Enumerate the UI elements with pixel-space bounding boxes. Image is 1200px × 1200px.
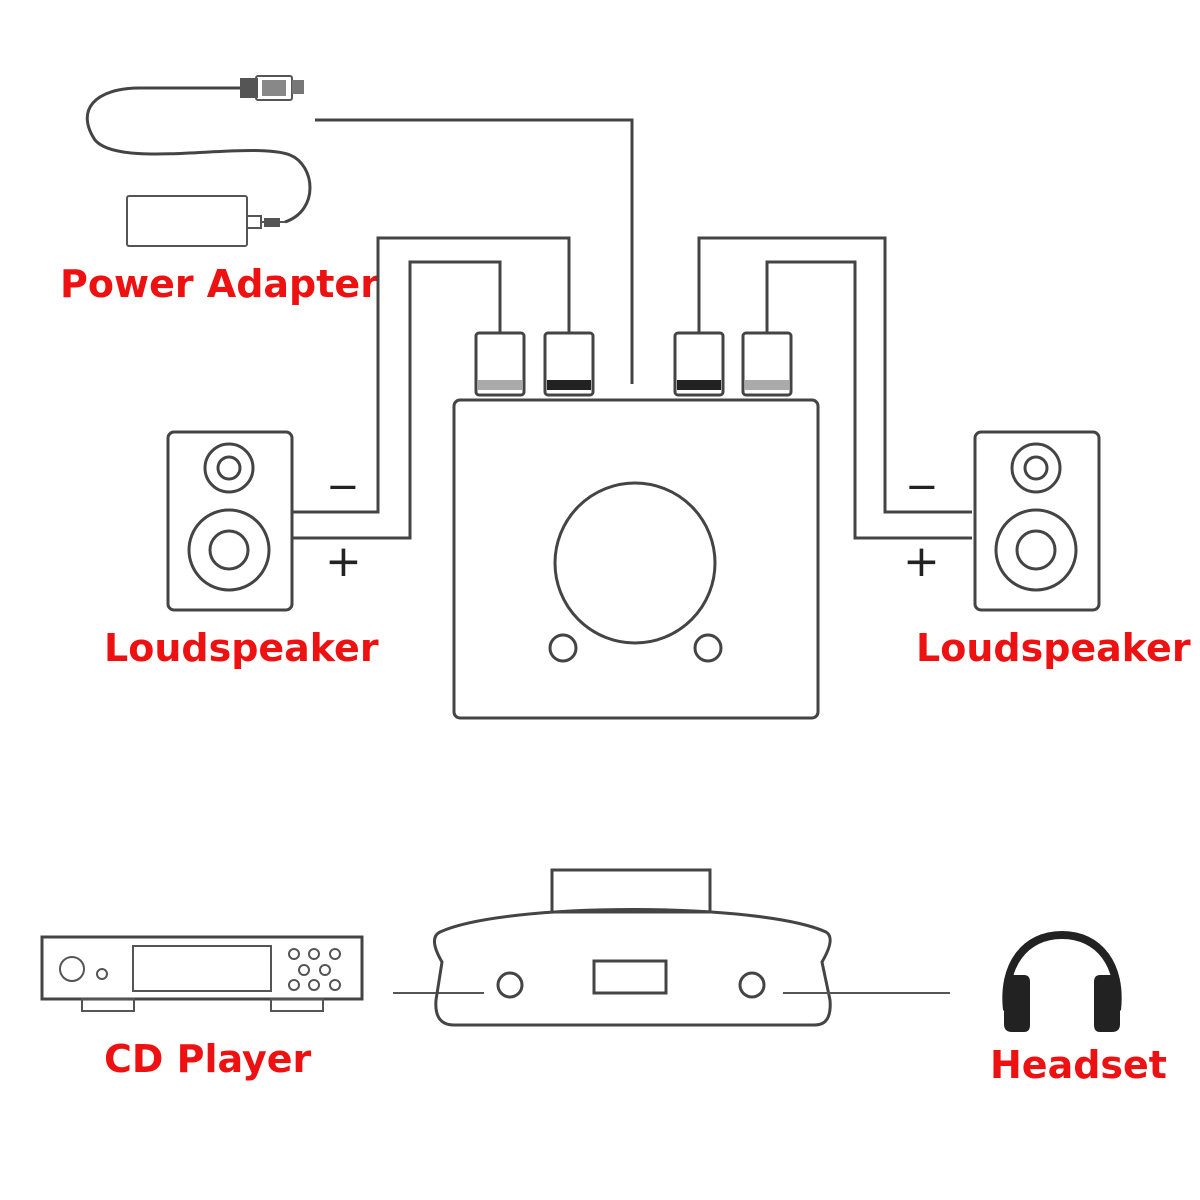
right-plus-sign: + [903,536,940,587]
power-cable [315,118,634,384]
right-minus-wire [697,236,972,514]
left-loudspeaker-label: Loudspeaker [104,626,379,670]
left-minus-sign: − [326,464,360,510]
volume-knob-icon [553,481,717,645]
input-jack-icon [496,971,524,999]
right-plus-wire [765,260,972,540]
display-window [592,959,668,995]
terminal-left-minus [543,331,595,397]
cd-player-label: CD Player [104,1037,312,1081]
right-minus-sign: − [905,464,939,510]
power-adapter-icon [85,75,312,247]
amplifier-top-view [452,398,820,720]
left-loudspeaker-icon [166,430,294,612]
cd-player-icon [40,935,364,1012]
terminal-right-plus [741,331,793,397]
right-indicator-icon [693,633,723,663]
left-plus-wire [292,260,502,540]
left-plus-sign: + [325,536,362,587]
terminal-right-minus [673,331,725,397]
terminal-left-plus [474,331,526,397]
left-indicator-icon [548,633,578,663]
left-minus-wire [292,236,571,514]
right-loudspeaker-label: Loudspeaker [916,626,1191,670]
headset-icon [1002,930,1122,1032]
headset-label: Headset [990,1043,1167,1087]
amplifier-front-view [433,868,832,1027]
headphone-jack-icon [738,971,766,999]
right-loudspeaker-icon [973,430,1101,612]
power-adapter-label: Power Adapter [60,262,379,306]
